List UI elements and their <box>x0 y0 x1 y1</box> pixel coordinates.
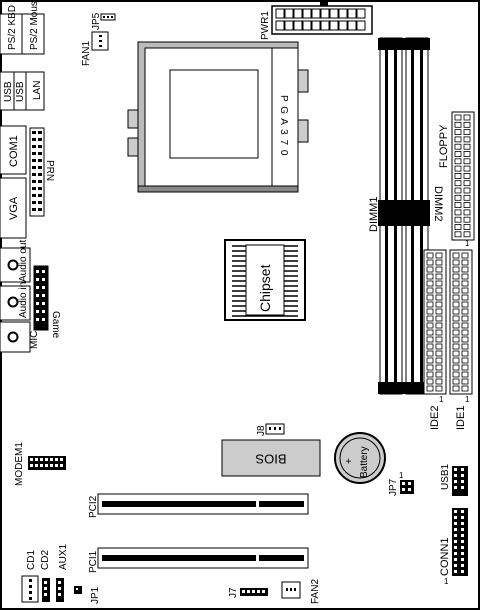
cd1-label: CD1 <box>26 550 37 570</box>
bios-label: BIOS <box>255 452 286 467</box>
chipset-label: Chipset <box>257 264 273 312</box>
fan2-label: FAN2 <box>310 579 321 604</box>
cd2-label: CD2 <box>40 550 51 570</box>
pci1-label: PCI1 <box>88 550 99 573</box>
usb-label-a: USB <box>3 81 14 102</box>
usb-lan-block <box>0 71 45 111</box>
aux1-label: AUX1 <box>58 543 69 570</box>
chipset: Chipset <box>224 239 306 321</box>
usb1-label: USB1 <box>440 463 451 490</box>
jp7-pin1: 1 <box>399 471 404 480</box>
game-header <box>33 265 49 331</box>
dimm2-label: DIMM2 <box>432 186 444 221</box>
floppy-pin1: 1 <box>465 239 470 248</box>
dimm1-label: DIMM1 <box>368 197 380 232</box>
ide1-pin1: 1 <box>465 395 470 404</box>
audio-out-label: Audio out <box>18 240 29 282</box>
conn1-label: CONN1 <box>439 537 451 576</box>
mic-jack <box>0 321 31 353</box>
com1-label: COM1 <box>8 135 20 167</box>
mic-label: MIC <box>29 331 40 349</box>
conn1-pin1: 1 <box>444 577 449 586</box>
ide2-pin1: 1 <box>439 395 444 404</box>
usb-label-b: USB <box>15 81 26 102</box>
pci2-label: PCI2 <box>88 495 99 518</box>
ide2-label: IDE2 <box>429 406 441 430</box>
ps2-mouse-label: PS/2 Mouse <box>29 0 40 50</box>
j7-label: J7 <box>228 587 239 598</box>
bios-chip <box>221 439 321 477</box>
ide1-label: IDE1 <box>455 406 467 430</box>
game-label: Game <box>50 311 61 339</box>
jp1-label: JP1 <box>90 586 101 604</box>
ps2-kbd-label: PS/2 KBD <box>7 5 18 50</box>
fan1-label: FAN1 <box>81 41 92 66</box>
modem1-label: MODEM1 <box>14 442 25 486</box>
com1-port <box>0 125 27 175</box>
jp7-label: JP7 <box>388 478 399 496</box>
dimm2-slot <box>404 37 430 395</box>
vga-port <box>0 177 27 239</box>
lan-label: LAN <box>32 81 43 100</box>
cd1-header <box>21 575 39 603</box>
jp5-label: JP5 <box>91 12 102 30</box>
battery-plus: + <box>344 458 355 464</box>
cpu-socket: P G A 3 7 0 <box>127 41 309 193</box>
j8-label: J8 <box>256 425 267 436</box>
audio-in-label: Audio in <box>18 282 29 318</box>
prn-label: PRN <box>44 160 55 181</box>
rear-io-panel: PS/2 KBD PS/2 Mouse USB USB LAN COM1 VGA <box>0 0 61 353</box>
pga370-label: P G A 3 7 0 <box>278 95 289 156</box>
vga-label: VGA <box>8 196 20 220</box>
floppy-label: FLOPPY <box>438 124 450 168</box>
pwr1-label: PWR1 <box>260 11 271 40</box>
battery-label: Battery <box>359 446 370 478</box>
dimm1-slot <box>378 37 404 395</box>
